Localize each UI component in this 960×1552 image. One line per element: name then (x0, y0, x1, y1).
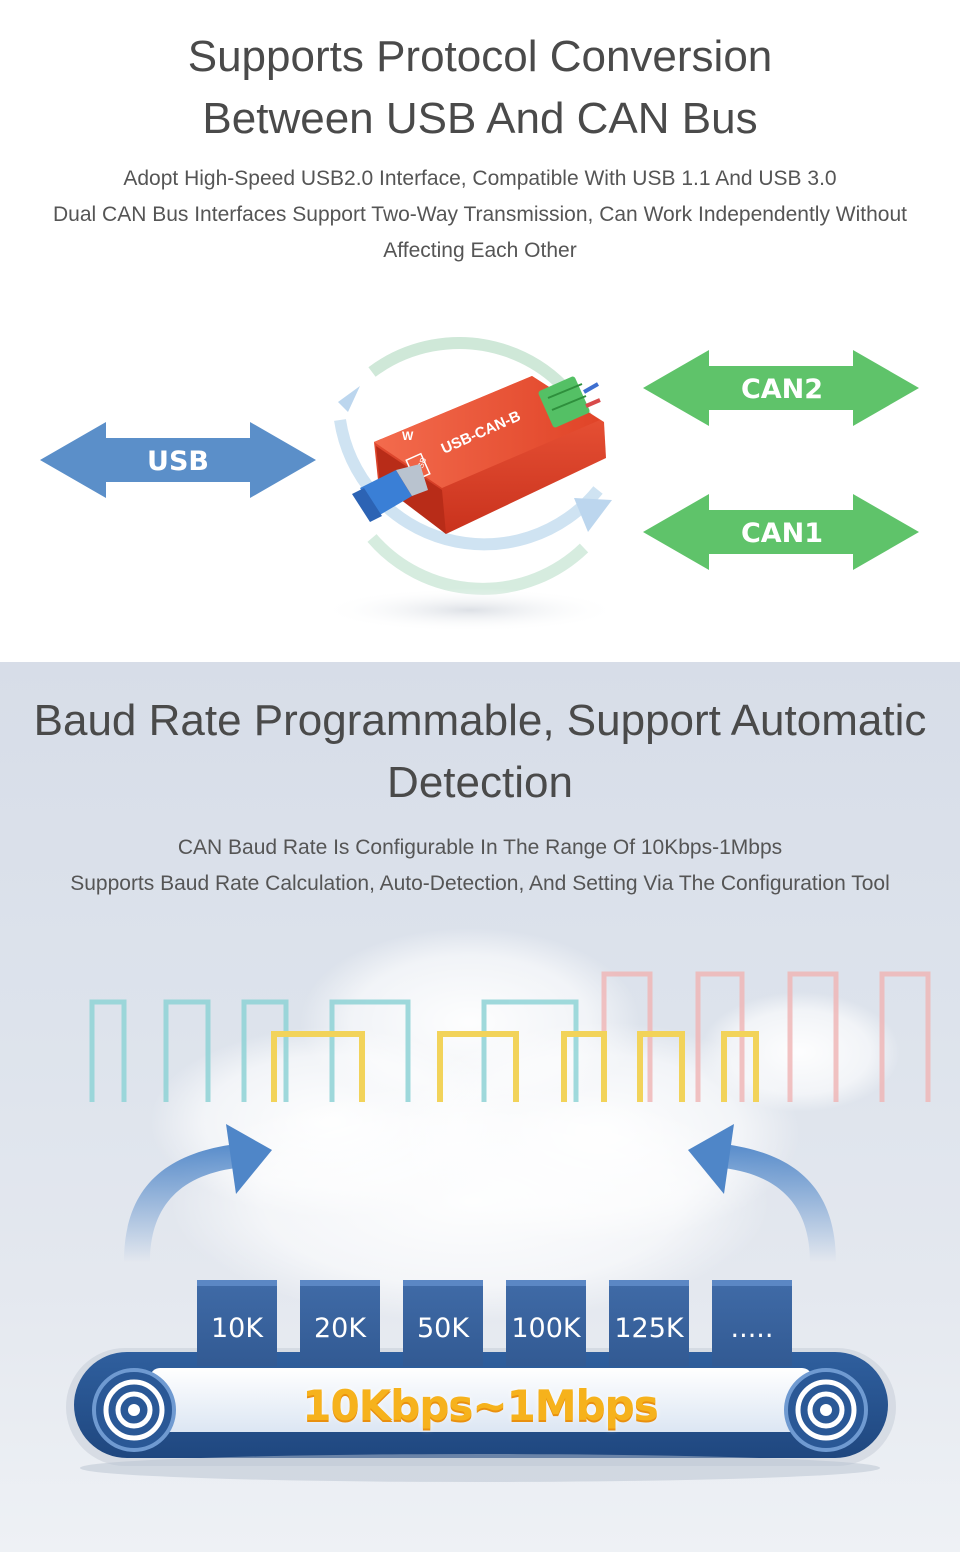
protocol-heading-line1: Supports Protocol Conversion (187, 32, 773, 81)
can1-arrow-label: CAN1 (741, 518, 823, 549)
baud-rate-heading-line2: Detection (387, 758, 573, 807)
protocol-heading: Supports Protocol Conversion Between USB… (0, 26, 960, 150)
speed-box-100k: 100K (506, 1280, 586, 1366)
can2-arrow: CAN2 (643, 350, 919, 426)
baud-rate-description: CAN Baud Rate Is Configurable In The Ran… (0, 830, 960, 902)
baud-rate-background (66, 927, 931, 1482)
protocol-heading-line2: Between USB And CAN Bus (202, 94, 758, 143)
conveyor-belt (66, 1348, 896, 1482)
device-shadow (320, 588, 620, 632)
device-logo-icon: W (402, 429, 414, 443)
terminal-block (538, 376, 601, 428)
baud-rate-heading: Baud Rate Programmable, Support Automati… (0, 690, 960, 814)
protocol-section: Supports Protocol Conversion Between USB… (0, 0, 960, 662)
baud-rate-heading-line1: Baud Rate Programmable, Support Automati… (33, 696, 927, 745)
left-gear-icon (92, 1368, 176, 1452)
speed-box-20k: 20K (300, 1280, 380, 1366)
can1-arrow: CAN1 (643, 494, 919, 570)
speed-box-more: ..... (712, 1280, 792, 1366)
speed-box-125k: 125K (609, 1280, 689, 1366)
usb-plug-icon (352, 464, 428, 522)
usb-arrow-label: USB (147, 446, 209, 477)
can2-arrow-label: CAN2 (741, 374, 823, 405)
right-gear-icon (784, 1368, 868, 1452)
protocol-desc-line3: Affecting Each Other (383, 239, 577, 262)
usb-can-device: USB-CAN-B USB W (352, 376, 606, 534)
baud-range-label: 10Kbps~1Mbps (302, 1381, 658, 1430)
usb-arrow: USB (40, 422, 316, 498)
baud-rate-desc-line2: Supports Baud Rate Calculation, Auto-Det… (70, 872, 890, 895)
protocol-diagram: USB CAN2 CAN1 (40, 337, 919, 632)
right-curved-arrow-icon (688, 1124, 836, 1262)
left-curved-arrow-icon (124, 1124, 272, 1262)
speed-box-10k: 10K (197, 1280, 277, 1366)
baud-rate-desc-line1: CAN Baud Rate Is Configurable In The Ran… (177, 836, 783, 859)
speed-box-50k: 50K (403, 1280, 483, 1366)
baud-rate-section: Baud Rate Programmable, Support Automati… (0, 662, 960, 1552)
teal-waveform (89, 999, 579, 1102)
protocol-desc-line2: Dual CAN Bus Interfaces Support Two-Way … (53, 203, 907, 226)
yellow-waveform (271, 1031, 759, 1102)
protocol-description: Adopt High-Speed USB2.0 Interface, Compa… (0, 161, 960, 269)
protocol-desc-line1: Adopt High-Speed USB2.0 Interface, Compa… (123, 167, 837, 190)
